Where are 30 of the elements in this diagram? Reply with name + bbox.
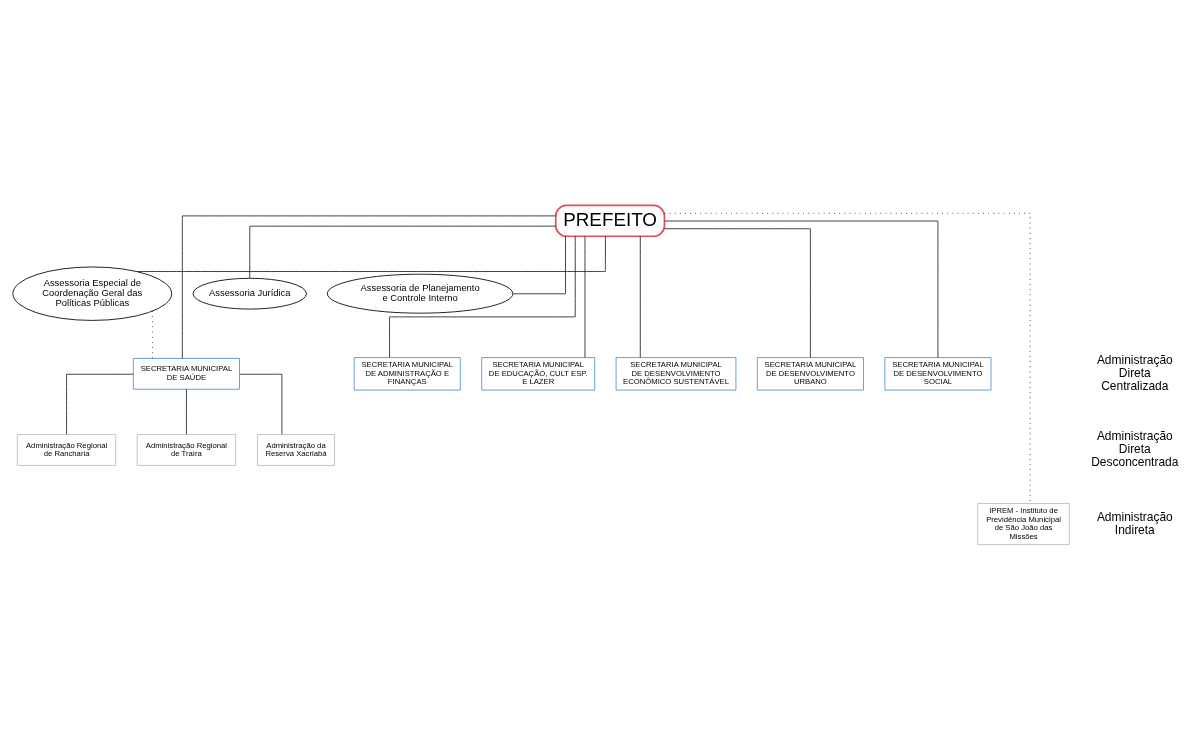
connector xyxy=(639,235,641,358)
label: Administração Direta Desconcentrada xyxy=(1091,429,1179,469)
node-box: IPREM - Instituto de Previdência Municipal de São João das Missões xyxy=(977,503,1070,545)
node-box: Administração da Reserva Xacriabá xyxy=(257,434,335,466)
connector xyxy=(186,388,187,435)
connector xyxy=(181,215,557,359)
node-ellipse: Assessoria Especial de Coordenação Geral das Políticas Públicas xyxy=(12,266,173,321)
connector xyxy=(389,235,576,358)
node-box: SECRETARIA MUNICIPAL DE EDUCAÇÃO, CULT ESP. E LAZER xyxy=(481,357,596,391)
node-ellipse: Assessoria Jurídica xyxy=(192,277,307,310)
node-box: SECRETARIA MUNICIPAL DE SAÚDE xyxy=(132,358,240,390)
node-box: SECRETARIA MUNICIPAL DE DESENVOLVIMENTO ECONÔMICO SUSTENTÁVEL xyxy=(615,357,737,391)
label: Administração Indireta xyxy=(1096,509,1173,537)
connector xyxy=(66,373,134,435)
node-box: Administração Regional de Rancharia xyxy=(16,434,117,466)
connector xyxy=(664,220,939,358)
connector xyxy=(136,235,606,272)
node-box: Administração Regional de Traíra xyxy=(136,434,237,466)
node-ellipse: Assessoria de Planejamento e Controle Interno xyxy=(326,273,514,314)
node-box: PREFEITO xyxy=(554,204,666,238)
connector xyxy=(664,212,1031,504)
connector xyxy=(584,235,586,358)
node-box: SECRETARIA MUNICIPAL DE ADMINISTRAÇÃO E FINANÇAS xyxy=(353,357,461,391)
connector xyxy=(512,235,566,295)
connector xyxy=(239,373,283,435)
connector xyxy=(664,228,811,358)
label: Administração Direta Centralizada xyxy=(1096,353,1173,393)
connector xyxy=(249,225,556,279)
node-box: SECRETARIA MUNICIPAL DE DESENVOLVIMENTO URBANO xyxy=(756,357,864,391)
node-box: SECRETARIA MUNICIPAL DE DESENVOLVIMENTO SOCIAL xyxy=(884,357,992,391)
